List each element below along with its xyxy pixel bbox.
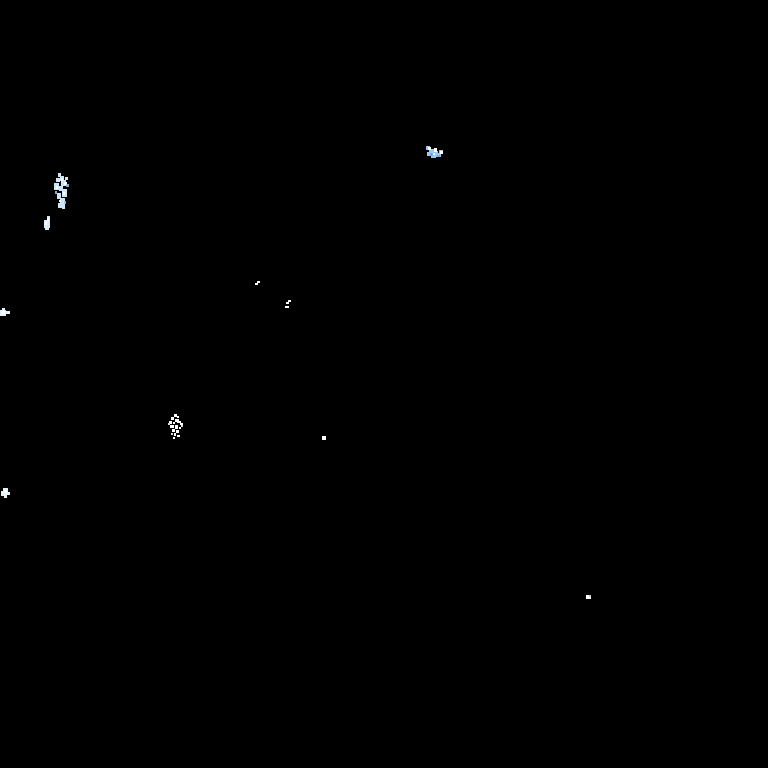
blob-dot-mid	[321, 435, 327, 441]
blob-upper-left-main	[48, 171, 78, 213]
blob-center-speck-upper	[253, 280, 263, 290]
blob-dot-lower-right	[585, 594, 593, 601]
blob-center-speck-lower	[283, 299, 295, 312]
blob-center-speckle	[164, 412, 190, 442]
blob-upper-left-lower	[41, 215, 57, 233]
blob-left-edge-upper	[0, 306, 16, 320]
blob-left-edge-lower	[0, 484, 16, 502]
blob-top-right-streak	[418, 141, 450, 167]
